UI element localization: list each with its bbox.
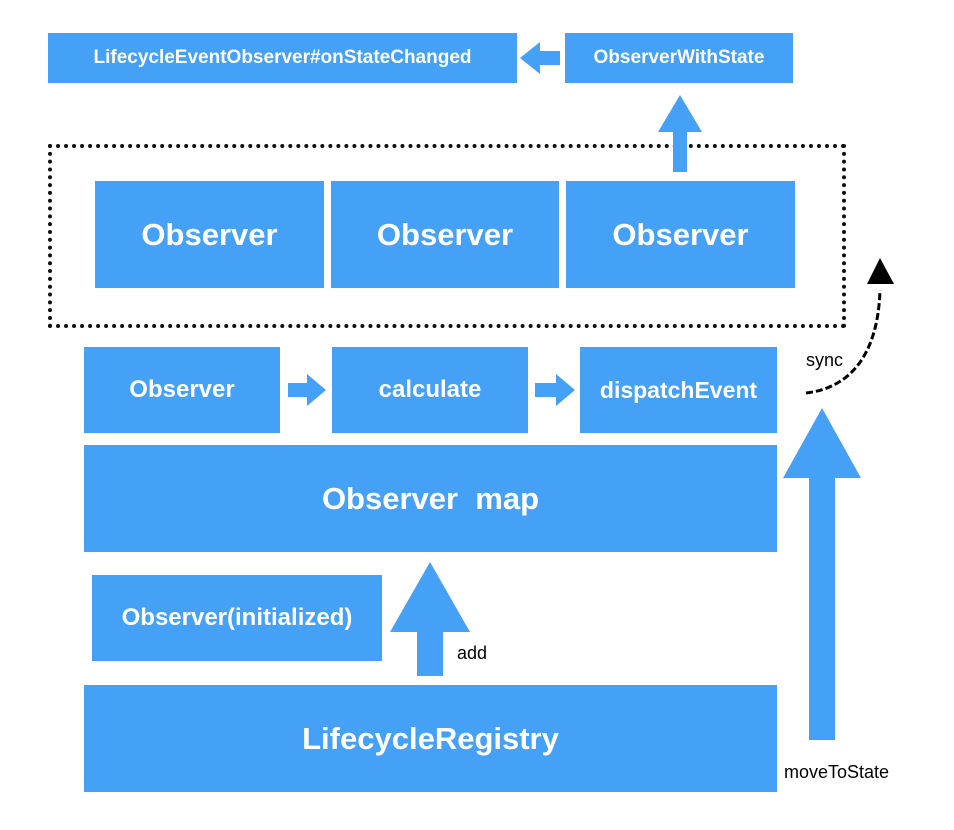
move-to-state-up-arrow: [783, 408, 861, 740]
up-arrow-to-wrapper: [658, 95, 702, 172]
left-arrow-top: [520, 42, 560, 74]
right-arrow-step1: [288, 374, 326, 406]
lifecycle-registry-box: LifecycleRegistry: [84, 685, 777, 792]
observer-box-1: Observer: [95, 181, 324, 288]
sync-curved-arrow: [805, 289, 882, 395]
observer-box-2: Observer: [331, 181, 559, 288]
calculate-step-box: calculate: [332, 347, 528, 433]
add-label: add: [457, 643, 488, 663]
observer-group-border: [48, 144, 846, 328]
sync-arrow-head: [867, 258, 894, 284]
observer-map-box: Observer map: [84, 445, 777, 552]
observer-box-3: Observer: [566, 181, 795, 288]
move-to-state-label: moveToState: [784, 762, 890, 782]
observer-step-box: Observer: [84, 347, 280, 433]
observer-with-state-box: ObserverWithState: [565, 33, 793, 83]
sync-label: sync: [806, 350, 844, 370]
observer-initialized-box: Observer(initialized): [92, 575, 382, 661]
lifecycle-event-observer-box: LifecycleEventObserver#onStateChanged: [48, 33, 517, 83]
add-up-arrow: [390, 562, 470, 676]
dispatch-event-step-box: dispatchEvent: [580, 347, 777, 433]
right-arrow-step2: [535, 374, 575, 406]
